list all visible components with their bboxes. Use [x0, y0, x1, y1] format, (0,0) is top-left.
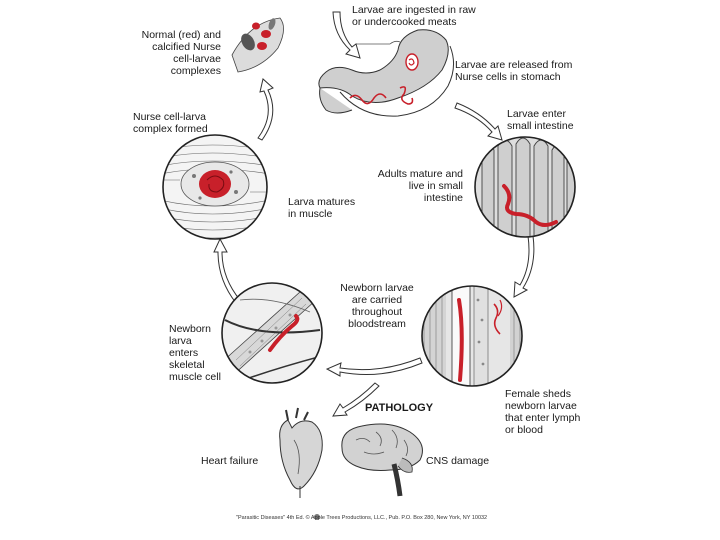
lymph-vessel-illustration	[421, 285, 523, 387]
label-nurse-complex: Nurse cell-larva complex formed	[133, 111, 208, 135]
label-enter-intestine: Larvae enter small intestine	[507, 108, 574, 132]
label-heart: Heart failure	[201, 455, 259, 467]
label-released: Larvae are released from Nurse cells in …	[455, 59, 573, 83]
muscle-nurse-cell-illustration	[162, 134, 268, 240]
label-carried: Newborn larvae are carried throughout bl…	[340, 282, 414, 330]
label-newborn-muscle: Newborn larva enters skeletal muscle cel…	[169, 323, 221, 383]
arrow-vessel-to-muscle	[213, 237, 241, 304]
calcified-complexes-illustration	[231, 17, 284, 73]
label-cns: CNS damage	[426, 455, 490, 467]
arrow-lymph-to-vessel	[325, 357, 423, 377]
newborn-larva-muscle-illustration	[221, 282, 323, 384]
label-pathology: PATHOLOGY	[365, 402, 434, 414]
heart-illustration	[279, 407, 323, 498]
arrow-ingest	[332, 11, 361, 59]
arrow-muscle-to-calcified	[257, 78, 274, 141]
arrow-pathology	[332, 382, 380, 417]
arrow-stomach-to-intestine	[454, 102, 503, 141]
label-matures: Larva matures in muscle	[288, 196, 356, 220]
small-intestine-illustration	[474, 136, 576, 238]
credit-line: "Parasitic Diseases" 4th Ed. © Apple Tre…	[236, 515, 488, 521]
publisher-logo	[314, 514, 320, 520]
label-female: Female sheds newborn larvae that enter l…	[505, 388, 581, 436]
brain-illustration	[341, 423, 423, 497]
stomach-illustration	[318, 29, 454, 117]
cycle-arrows	[213, 11, 535, 417]
label-calcified: Normal (red) and calcified Nurse cell-la…	[141, 29, 221, 77]
label-ingest: Larvae are ingested in raw or undercooke…	[352, 4, 476, 28]
label-adults: Adults mature and live in small intestin…	[377, 168, 463, 204]
arrow-intestine-to-lymph	[513, 235, 535, 298]
